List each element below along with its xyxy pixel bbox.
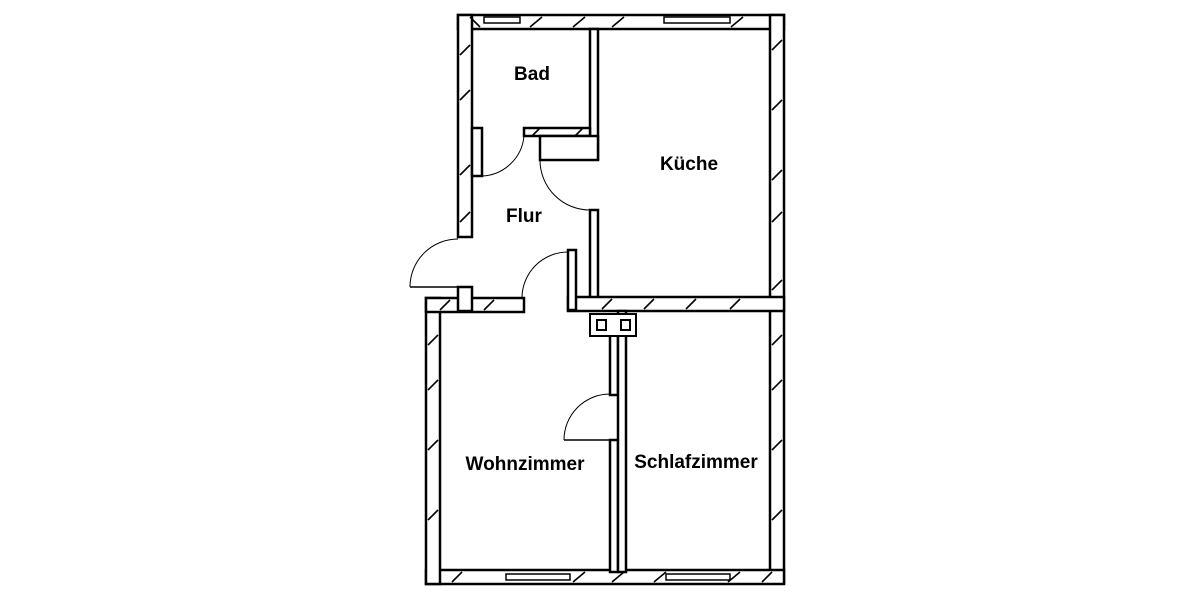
window-wohnzimmer [505, 573, 571, 581]
door-bad [481, 135, 525, 177]
room-labels: Bad Küche Flur Wohnzimmer Schlafzimmer [466, 64, 759, 475]
room-label-kueche: Küche [660, 154, 718, 175]
room-label-bad: Bad [514, 64, 550, 85]
room-label-flur: Flur [506, 206, 542, 227]
room-label-schlafzimmer: Schlafzimmer [634, 452, 758, 473]
window-schlafzimmer [665, 573, 731, 581]
door-schlafzimmer [563, 393, 611, 441]
room-label-wohnzimmer: Wohnzimmer [466, 454, 586, 475]
door-kueche [539, 159, 591, 211]
wall-hatching [427, 16, 783, 583]
doors [409, 135, 611, 441]
door-entrance [409, 238, 459, 288]
interior-walls [470, 27, 786, 574]
window-kueche [663, 16, 731, 24]
window-bad [483, 16, 521, 24]
door-wohnzimmer [521, 251, 569, 299]
service-shafts [589, 313, 637, 337]
windows [483, 16, 731, 581]
